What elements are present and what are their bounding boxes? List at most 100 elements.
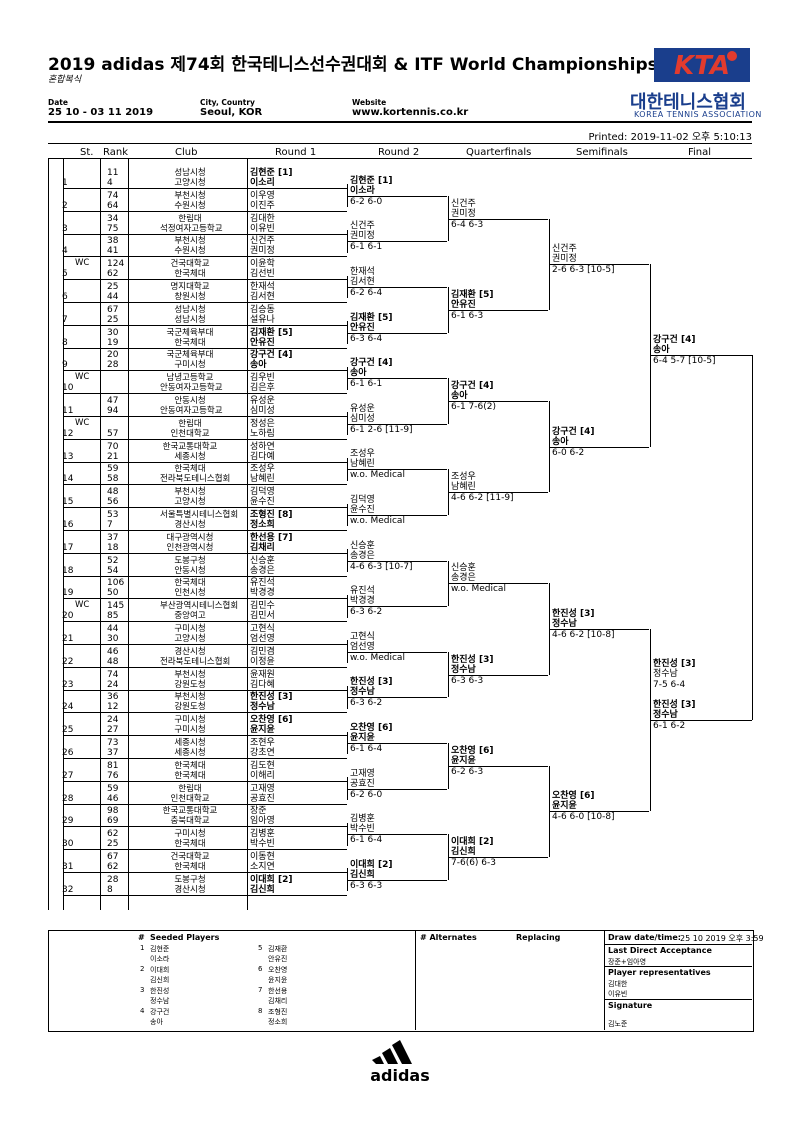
player-name[interactable]: 김도현 [250,760,275,771]
partner-name[interactable]: 이진주 [250,200,275,211]
partner-name[interactable]: 정소희 [250,520,275,530]
player-name[interactable]: 유진석 [250,578,275,589]
partner-name[interactable]: 엄선영 [250,634,275,644]
player-name[interactable]: 신승훈 [250,555,275,566]
partner-name[interactable]: 권미정 [250,246,275,257]
player-name[interactable]: 고현식 [250,624,275,634]
partner-name[interactable]: 이정윤 [250,656,275,667]
player-name[interactable]: 고재영 [250,783,275,794]
player-name[interactable]: 장준 [250,806,267,817]
r2-partner[interactable]: 엄선영 [350,641,375,652]
partner-name[interactable]: 윤지윤 [250,725,275,736]
qf-player[interactable]: 조성우 [451,472,476,483]
qf-player[interactable]: 한진성 [3] [451,654,494,665]
r2-partner[interactable]: 박수빈 [350,824,375,835]
r2-player[interactable]: 강구건 [4] [350,358,393,369]
sf-partner[interactable]: 권미정 [552,254,577,265]
r2-player[interactable]: 김덕영 [350,495,375,505]
r2-partner[interactable]: 이소라 [350,185,375,196]
qf-partner[interactable]: 정수남 [451,664,476,675]
qf-player[interactable]: 오찬영 [6] [451,745,494,756]
partner-name[interactable]: 이유빈 [250,223,275,234]
partner-name[interactable]: 김서현 [250,292,275,302]
qf-player[interactable]: 이대희 [2] [451,837,494,847]
r2-player[interactable]: 이대희 [2] [350,859,393,870]
sf-player[interactable]: 신건주 [552,244,577,255]
partner-name[interactable]: 공효진 [250,793,275,804]
r2-player[interactable]: 오찬영 [6] [350,723,393,733]
player-name[interactable]: 성하연 [250,441,275,452]
qf-partner[interactable]: 송경은 [451,573,476,584]
r2-partner[interactable]: 송경은 [350,550,375,561]
r2-player[interactable]: 김현준 [1] [350,175,393,186]
r2-partner[interactable]: 안유진 [350,322,375,333]
partner-name[interactable]: 김다예 [250,451,275,462]
qf-partner[interactable]: 안유진 [451,299,476,310]
r2-player[interactable]: 신승훈 [350,540,375,551]
partner-name[interactable]: 박경경 [250,588,275,599]
player-name[interactable]: 정성은 [250,418,275,429]
r2-player[interactable]: 고현식 [350,631,375,642]
sf-partner[interactable]: 정수남 [552,619,577,629]
sf-partner[interactable]: 윤지윤 [552,801,577,812]
player-name[interactable]: 조성우 [250,464,275,475]
qf-partner[interactable]: 윤지윤 [451,755,476,766]
partner-name[interactable]: 정수남 [250,702,275,713]
final-partner[interactable]: 송아 [653,345,670,356]
partner-name[interactable]: 소지연 [250,862,275,872]
partner-name[interactable]: 김신희 [250,884,275,895]
r2-player[interactable]: 고재영 [350,768,375,779]
partner-name[interactable]: 송경은 [250,565,275,576]
sf-partner[interactable]: 송아 [552,436,569,447]
r2-player[interactable]: 한재석 [350,267,375,277]
r2-player[interactable]: 조성우 [350,449,375,460]
partner-name[interactable]: 김선빈 [250,269,275,280]
r2-partner[interactable]: 박경경 [350,596,375,607]
r2-partner[interactable]: 김신희 [350,869,375,880]
r2-player[interactable]: 유진석 [350,586,375,597]
player-name[interactable]: 한재석 [250,282,275,292]
partner-name[interactable]: 송아 [250,360,267,371]
player-name[interactable]: 김현준 [1] [250,168,293,178]
partner-name[interactable]: 이소리 [250,178,275,188]
champion-player[interactable]: 한진성 [3] [653,658,696,669]
player-name[interactable]: 이우영 [250,190,275,201]
player-name[interactable]: 이동현 [250,852,275,862]
sf-player[interactable]: 한진성 [3] [552,609,595,619]
r2-partner[interactable]: 정수남 [350,687,375,698]
qf-player[interactable]: 김재환 [5] [451,289,494,300]
qf-partner[interactable]: 권미정 [451,208,476,219]
final-partner[interactable]: 정수남 [653,710,678,721]
partner-name[interactable]: 박수빈 [250,839,275,850]
player-name[interactable]: 김덕영 [250,487,275,498]
player-name[interactable]: 김재환 [5] [250,327,293,338]
partner-name[interactable]: 이해리 [250,770,275,781]
final-player[interactable]: 한진성 [3] [653,700,696,711]
partner-name[interactable]: 임아영 [250,816,275,827]
website-value[interactable]: www.kortennis.co.kr [352,107,469,118]
player-name[interactable]: 김대한 [250,213,275,224]
r2-partner[interactable]: 송아 [350,368,367,379]
partner-name[interactable]: 설유나 [250,314,275,325]
r2-player[interactable]: 김재환 [5] [350,312,393,323]
player-name[interactable]: 강구건 [4] [250,350,293,361]
sf-player[interactable]: 오찬영 [6] [552,791,595,802]
final-player[interactable]: 강구건 [4] [653,335,696,346]
r2-player[interactable]: 신건주 [350,221,375,232]
champion-partner[interactable]: 정수남 [653,668,678,679]
partner-name[interactable]: 남혜린 [250,474,275,485]
r2-partner[interactable]: 남혜린 [350,459,375,470]
player-name[interactable]: 김병훈 [250,829,275,840]
r2-partner[interactable]: 김서현 [350,277,375,287]
player-name[interactable]: 조현우 [250,738,275,748]
partner-name[interactable]: 김은후 [250,383,275,394]
r2-player[interactable]: 한진성 [3] [350,677,393,688]
player-name[interactable]: 김민겸 [250,646,275,657]
player-name[interactable]: 유성운 [250,396,275,406]
partner-name[interactable]: 김채리 [250,542,275,553]
player-name[interactable]: 한진성 [3] [250,692,293,703]
player-name[interactable]: 윤재원 [250,669,275,680]
qf-partner[interactable]: 남혜린 [451,482,476,493]
qf-player[interactable]: 강구건 [4] [451,381,494,391]
player-name[interactable]: 신건주 [250,236,275,247]
